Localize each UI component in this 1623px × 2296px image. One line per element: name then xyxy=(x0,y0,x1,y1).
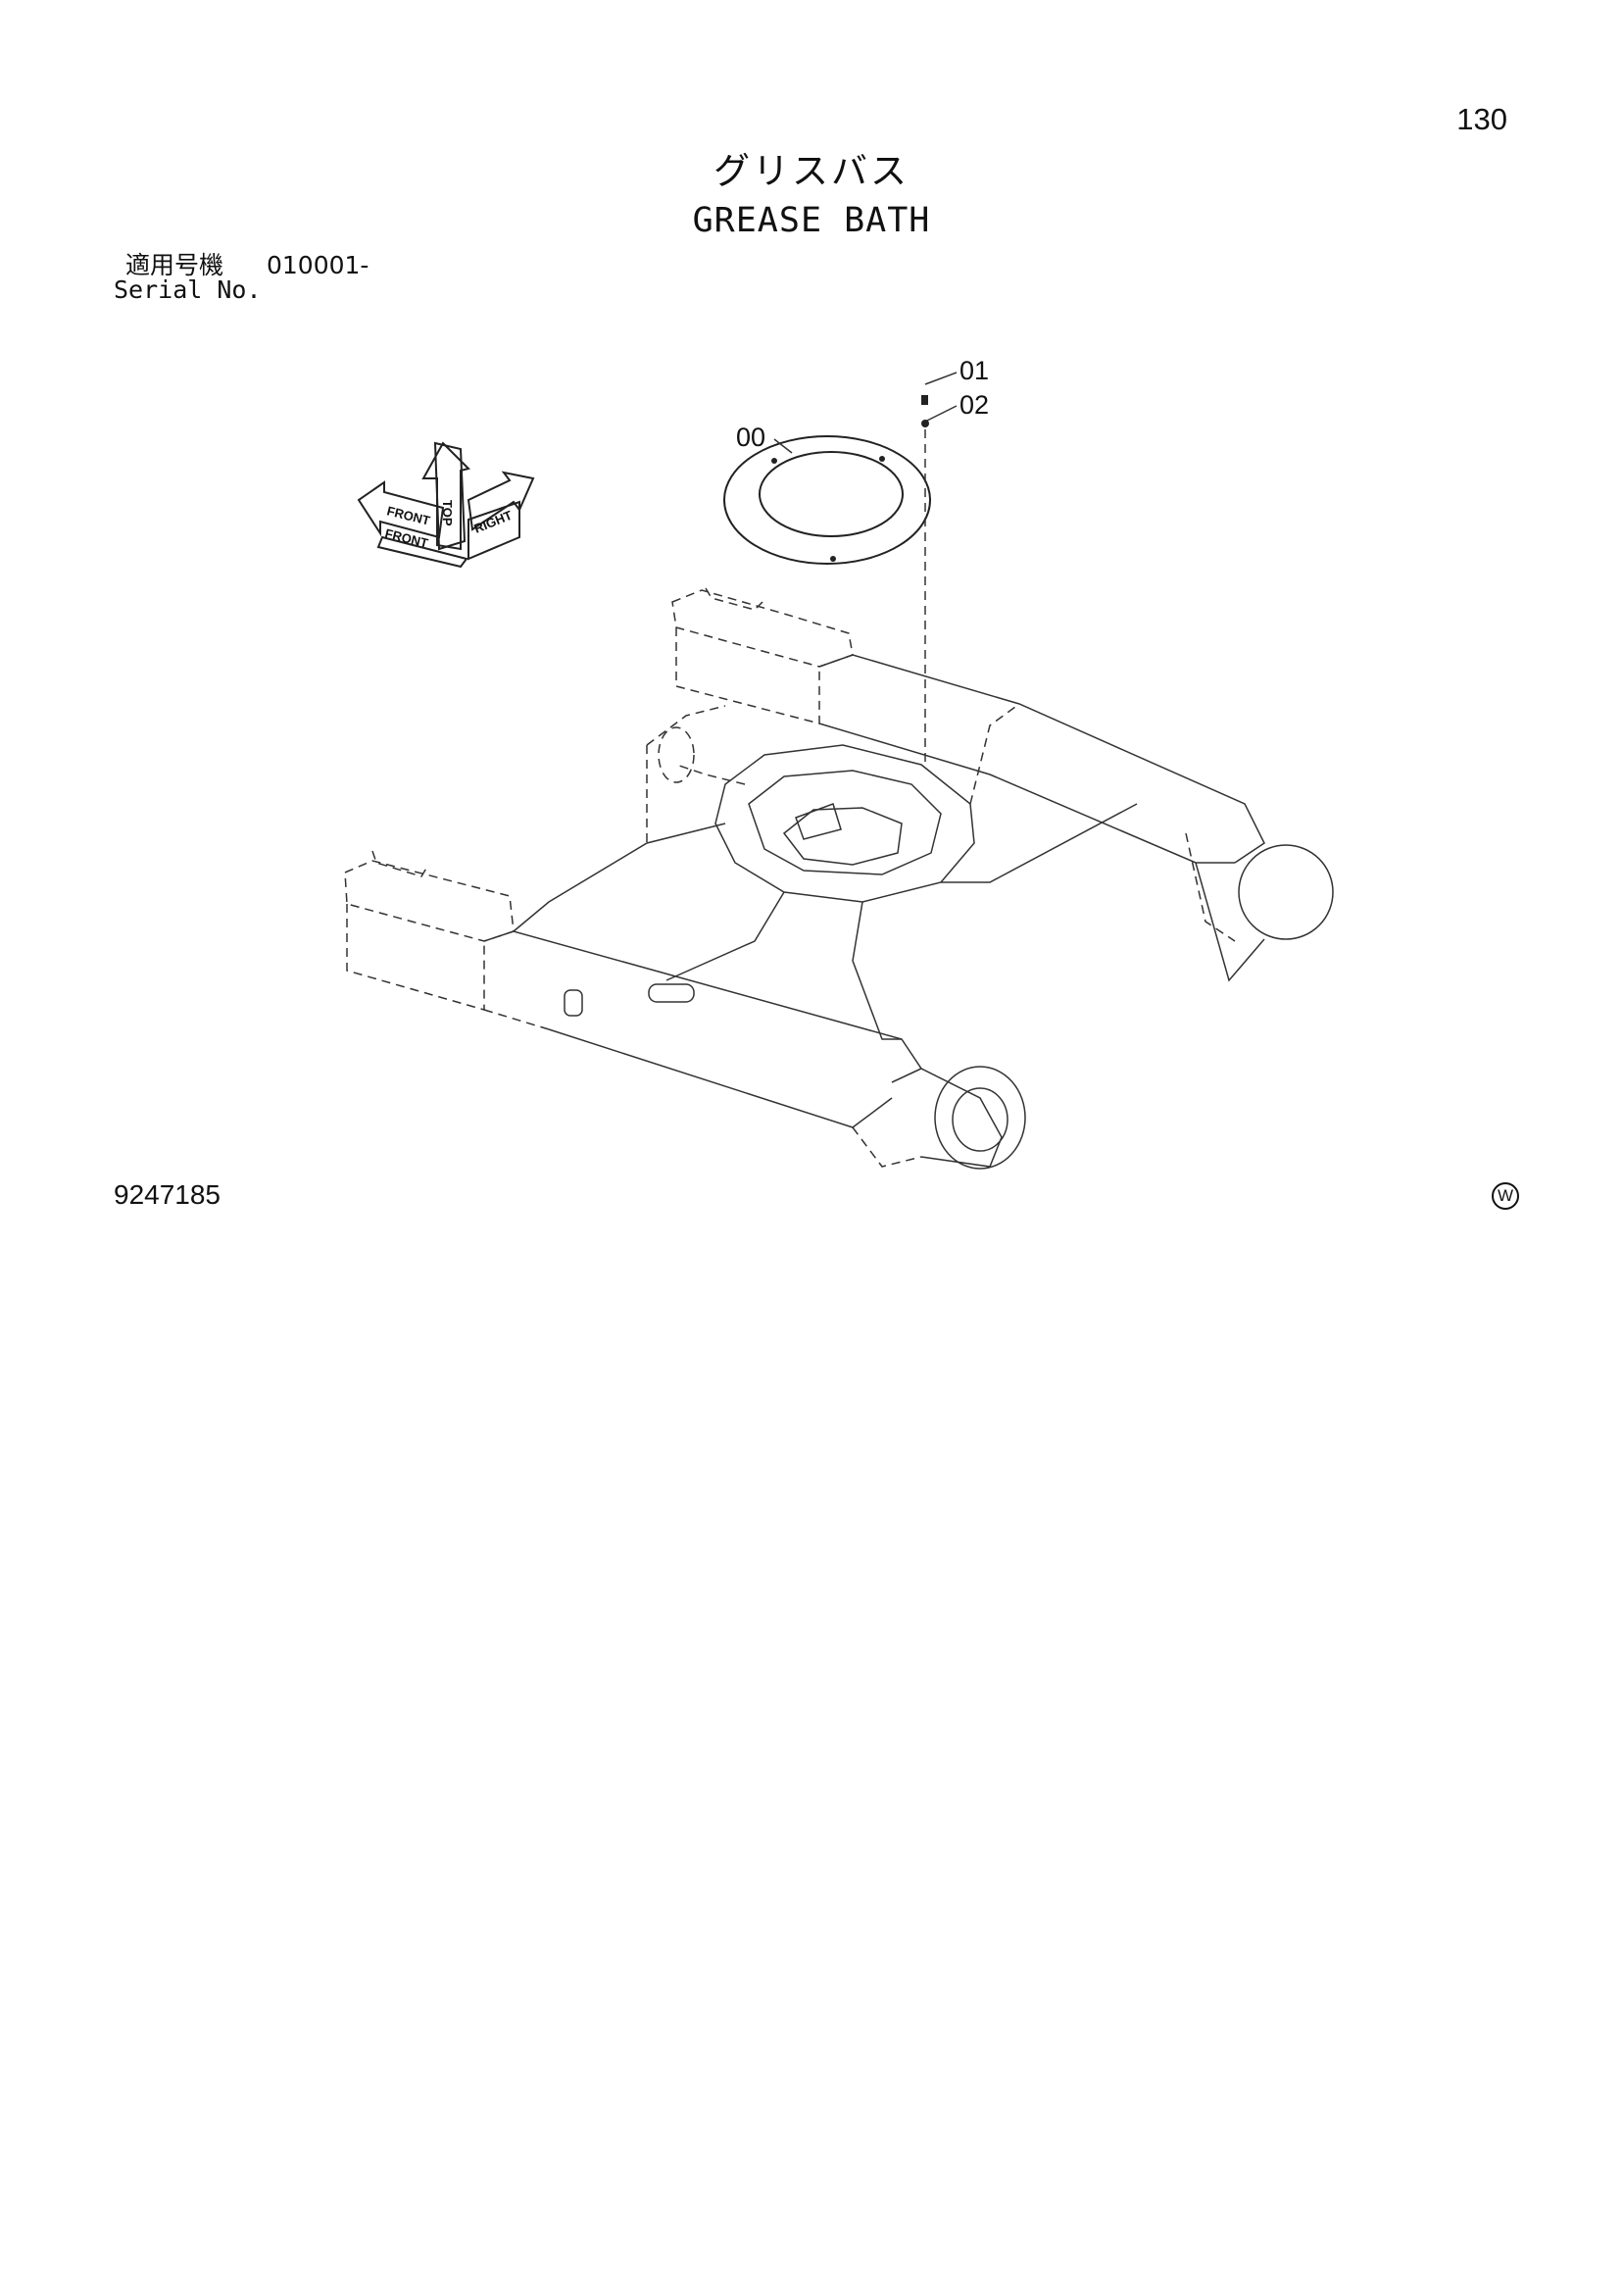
callout-part-01: 01 xyxy=(959,356,990,385)
callout-part-02: 02 xyxy=(959,390,990,420)
circled-w-mark: W xyxy=(1492,1182,1519,1210)
grease-bath-ring xyxy=(723,435,931,565)
bolt-and-washer xyxy=(921,372,958,765)
page-title-english: GREASE BATH xyxy=(692,201,931,240)
page-number: 130 xyxy=(1456,102,1507,136)
callout-part-00: 00 xyxy=(736,423,766,452)
page-title-japanese: グリスバス xyxy=(713,150,910,192)
orientation-top-label: TOP xyxy=(440,500,455,526)
undercarriage-track-frame xyxy=(344,587,1334,1170)
circled-w-mark-letter: W xyxy=(1497,1186,1514,1205)
document-number: 9247185 xyxy=(114,1179,221,1210)
serial-label-english: Serial No. xyxy=(114,275,262,304)
serial-value: 010001- xyxy=(267,251,369,279)
serial-label-japanese: 適用号機 xyxy=(125,251,224,279)
orientation-arrows-icon: FRONT FRONT TOP RIGHT xyxy=(357,441,535,569)
